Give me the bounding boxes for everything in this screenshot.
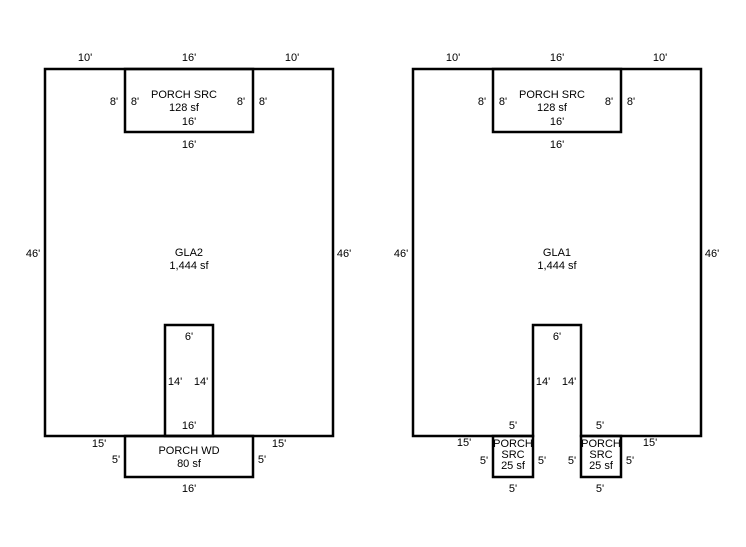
dim-label: 16' <box>182 52 196 64</box>
area-name: GLA2 <box>175 247 203 259</box>
dim-label: 8' <box>259 96 267 108</box>
dim-label: 16' <box>182 116 196 128</box>
dim-label: 10' <box>78 52 92 64</box>
dim-label: 8' <box>627 96 635 108</box>
area-size: 80 sf <box>177 458 202 470</box>
dim-label: 16' <box>550 139 564 151</box>
dim-label: 5' <box>568 455 576 467</box>
gla1-outline <box>411 67 703 438</box>
dim-label: 5' <box>509 420 517 432</box>
dim-label: 8' <box>110 96 118 108</box>
area-size: 1,444 sf <box>537 260 577 272</box>
area-size: 1,444 sf <box>169 260 209 272</box>
dim-label: 16' <box>182 139 196 151</box>
area-size: 25 sf <box>501 460 525 472</box>
dim-label: 46' <box>394 248 408 260</box>
dim-label: 10' <box>285 52 299 64</box>
dim-label: 5' <box>112 454 120 466</box>
dim-label: 5' <box>509 483 517 495</box>
area-name: PORCH SRC <box>519 89 585 101</box>
area-name: PORCH SRC <box>493 439 533 461</box>
porch-src-left-label: PORCH SRC 25 sf <box>493 439 533 472</box>
dim-label: 5' <box>596 420 604 432</box>
dim-label: 6' <box>553 331 561 343</box>
sketch-gla1: 10' 16' 10' 8' 8' PORCH SRC 128 sf 16' 8… <box>394 52 719 495</box>
dim-label: 46' <box>337 248 351 260</box>
porch-src-right-label: PORCH SRC 25 sf <box>581 439 621 472</box>
dim-label: 46' <box>26 248 40 260</box>
dim-label: 5' <box>596 483 604 495</box>
porch-src-left-outline <box>491 434 535 479</box>
area-name: PORCH SRC <box>151 89 217 101</box>
dim-label: 5' <box>538 455 546 467</box>
dim-label: 16' <box>550 52 564 64</box>
dim-label: 15' <box>272 438 286 450</box>
area-size: 25 sf <box>589 460 613 472</box>
area-name: PORCH SRC <box>581 439 621 461</box>
area-size: 128 sf <box>169 102 200 114</box>
porch-src-right-outline <box>579 434 623 479</box>
dim-label: 8' <box>478 96 486 108</box>
dim-label: 8' <box>499 96 507 108</box>
dim-label: 5' <box>258 454 266 466</box>
porch-wd-outline <box>123 434 255 479</box>
dim-label: 6' <box>185 331 193 343</box>
dim-label: 10' <box>446 52 460 64</box>
dim-label: 15' <box>643 437 657 449</box>
dim-label: 16' <box>182 483 196 495</box>
dim-label: 5' <box>480 455 488 467</box>
dim-label: 15' <box>92 438 106 450</box>
top-porch-outline <box>123 67 255 134</box>
dim-label: 8' <box>131 96 139 108</box>
dim-label: 8' <box>605 96 613 108</box>
dim-label: 14' <box>168 376 182 388</box>
top-porch-outline <box>491 67 623 134</box>
area-size: 128 sf <box>537 102 568 114</box>
dim-label: 14' <box>194 376 208 388</box>
dim-label: 14' <box>562 376 576 388</box>
area-name: PORCH WD <box>158 445 219 457</box>
dim-label: 16' <box>550 116 564 128</box>
dim-label: 46' <box>705 248 719 260</box>
dim-label: 15' <box>457 437 471 449</box>
dim-label: 16' <box>182 420 196 432</box>
sketch-gla2: 10' 16' 10' 8' 8' PORCH SRC 128 sf 16' 8… <box>26 52 351 495</box>
dim-label: 14' <box>536 376 550 388</box>
dim-label: 5' <box>626 455 634 467</box>
area-name: GLA1 <box>543 247 571 259</box>
dim-label: 8' <box>237 96 245 108</box>
dim-label: 10' <box>653 52 667 64</box>
